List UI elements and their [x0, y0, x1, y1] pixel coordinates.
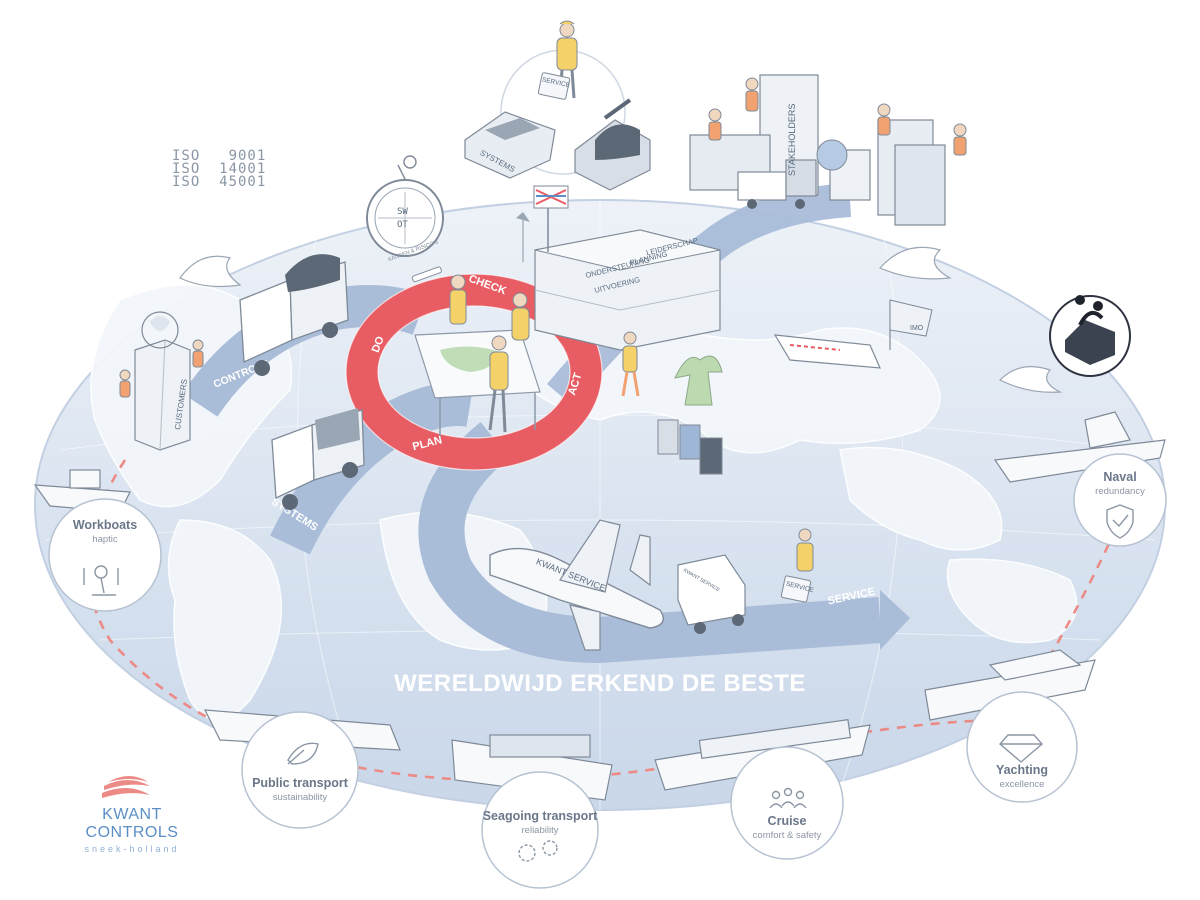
- joystick-icon: [83, 565, 119, 596]
- worker-recycling-vignette: [621, 331, 723, 475]
- gears-icon: [518, 840, 558, 862]
- market-label-cruise: Cruise comfort & safety: [727, 814, 847, 841]
- customers-vignette: [119, 311, 204, 451]
- management-building: [516, 185, 721, 351]
- market-circle-public-transport: [241, 711, 359, 829]
- kwant-controls-logo: KWANT CONTROLS sneek-holland: [62, 772, 202, 854]
- market-circle-workboats: [48, 498, 162, 612]
- market-circle-naval: [1073, 453, 1167, 547]
- compass-vignette: [366, 155, 444, 257]
- market-subtitle: comfort & safety: [752, 830, 822, 841]
- waves: [179, 246, 1063, 393]
- logo-subtitle: sneek-holland: [84, 844, 180, 854]
- market-route: [87, 429, 1127, 783]
- market-name: Cruise: [767, 814, 807, 828]
- iso-line: ISO 9001: [172, 148, 267, 164]
- stakeholders-vignette: [689, 74, 967, 226]
- iso-certifications: ISO 9001 ISO 14001 ISO 45001: [172, 148, 267, 190]
- market-circle-cruise: [730, 746, 844, 860]
- market-name: Workboats: [72, 518, 138, 532]
- market-name: Naval: [1103, 470, 1137, 484]
- shield-check-icon: [1106, 504, 1134, 539]
- market-subtitle: redundancy: [1095, 486, 1145, 497]
- kwant-logo-mark: [102, 776, 150, 798]
- naval-vessel: [993, 439, 1166, 483]
- market-name: Yachting: [995, 763, 1049, 777]
- service-flow: [418, 422, 882, 664]
- iso-line: ISO 45001: [172, 174, 267, 190]
- market-subtitle: excellence: [999, 779, 1045, 790]
- compass-swot-top: SW: [397, 207, 408, 217]
- market-circle-seagoing: [481, 771, 599, 889]
- iso-line: ISO 14001: [172, 161, 267, 177]
- market-subtitle: reliability: [521, 825, 559, 836]
- stakeholders-label: STAKEHOLDERS: [787, 104, 797, 176]
- imo-flag-label: IMO: [910, 325, 924, 332]
- people-icon: [769, 787, 807, 809]
- pdca-do-label: DO: [370, 334, 387, 354]
- market-circles: [48, 453, 1167, 889]
- kwant-service-airplane: [489, 519, 664, 651]
- product-inset: [1049, 295, 1131, 377]
- market-label-naval: Naval redundancy: [1075, 470, 1165, 497]
- compass-swot-bottom: OT: [397, 220, 408, 230]
- market-label-yachting: Yachting excellence: [967, 763, 1077, 790]
- market-name: Public transport: [252, 776, 348, 790]
- systems-truck: [271, 408, 365, 510]
- leaf-icon: [287, 742, 319, 765]
- systems-service-vignette: [464, 20, 651, 191]
- market-subtitle: haptic: [92, 534, 118, 545]
- market-label-seagoing: Seagoing transport reliability: [475, 809, 605, 836]
- kwant-service-van: [677, 528, 814, 634]
- imo-patrol-boat: [773, 299, 933, 369]
- market-subtitle: sustainability: [272, 792, 328, 803]
- controls-truck: [239, 254, 349, 376]
- headline: WERELDWIJD ERKEND DE BESTE: [394, 670, 806, 697]
- logo-name: KWANT CONTROLS: [85, 806, 179, 841]
- market-name: Seagoing transport: [482, 809, 598, 823]
- market-label-workboats: Workboats haptic: [50, 518, 160, 545]
- pdca-cycle: [345, 266, 603, 471]
- market-label-public-transport: Public transport sustainability: [235, 776, 365, 803]
- market-circle-yachting: [966, 691, 1078, 803]
- diamond-icon: [999, 734, 1043, 763]
